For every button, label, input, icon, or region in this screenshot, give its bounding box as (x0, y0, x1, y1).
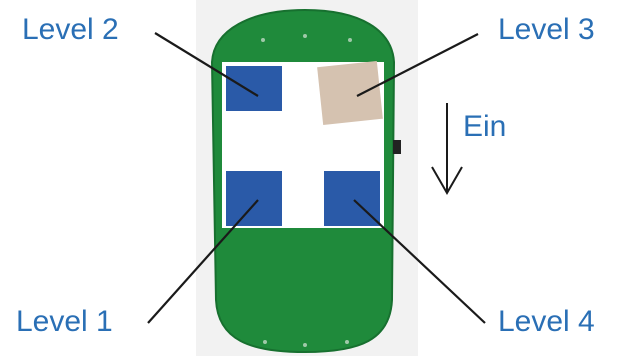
side-switch (393, 140, 401, 154)
label-level-3: Level 3 (498, 15, 595, 45)
label-level-4: Level 4 (498, 307, 595, 337)
sensor-level2 (226, 66, 282, 111)
arrow-down-icon (432, 103, 462, 193)
direction-label: Ein (463, 112, 506, 142)
sensor-level1 (226, 171, 282, 226)
label-level-2: Level 2 (22, 15, 119, 45)
sensor-level3 (317, 61, 383, 125)
label-level-1: Level 1 (16, 307, 113, 337)
